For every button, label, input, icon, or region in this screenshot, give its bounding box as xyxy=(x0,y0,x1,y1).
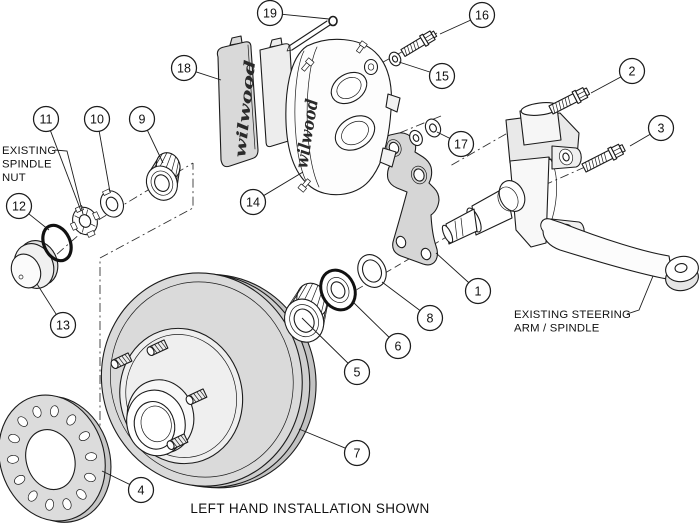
bracket-bolt-lower xyxy=(581,143,626,173)
svg-text:SPINDLE: SPINDLE xyxy=(2,159,52,171)
svg-text:5: 5 xyxy=(354,365,361,379)
cotter-pin xyxy=(286,15,338,52)
svg-text:10: 10 xyxy=(90,112,104,126)
svg-text:17: 17 xyxy=(454,137,468,151)
svg-text:14: 14 xyxy=(246,195,260,209)
callout-9-outer-wheel-bearing: 9 xyxy=(128,105,164,164)
svg-text:16: 16 xyxy=(475,8,489,22)
callout-5-inner-wheel-bearing: 5 xyxy=(301,317,371,386)
bleed-screw xyxy=(301,57,315,72)
steering-spindle xyxy=(441,102,699,292)
svg-text:6: 6 xyxy=(395,339,402,353)
grease-seal xyxy=(319,268,357,312)
callout-17-flat-washers: 17 xyxy=(436,130,475,158)
svg-text:12: 12 xyxy=(12,199,26,213)
flat-washers xyxy=(409,118,442,147)
callout-18-brake-pads: 18 xyxy=(170,54,222,82)
brake-rotor xyxy=(100,272,317,489)
callout-8-bearing-spacer-washer: 8 xyxy=(381,281,444,332)
rotor-adapter-plate xyxy=(0,394,112,523)
o-ring xyxy=(41,223,73,263)
svg-text:3: 3 xyxy=(658,121,665,135)
svg-text:2: 2 xyxy=(629,64,636,78)
callout-4-rotor-adapter-plate: 4 xyxy=(101,470,155,504)
crush-washer xyxy=(388,51,402,67)
figure-caption: LEFT HAND INSTALLATION SHOWN xyxy=(190,501,429,516)
dust-cap xyxy=(10,240,59,289)
callout-1-caliper-bracket: 1 xyxy=(435,252,492,305)
spindle-thrust-washer xyxy=(99,188,125,218)
callout-13-dust-cap: 13 xyxy=(36,283,77,339)
callout-10-spindle-thrust-washer: 10 xyxy=(83,105,111,193)
svg-text:EXISTING STEERING: EXISTING STEERING xyxy=(514,309,631,321)
svg-text:4: 4 xyxy=(138,483,145,497)
bearing-spacer-washer xyxy=(357,254,387,288)
wheel-stud xyxy=(110,352,133,370)
wheel-stud xyxy=(146,339,169,357)
outer-wheel-bearing xyxy=(145,152,181,201)
label-existing-steering-arm: EXISTING STEERING ARM / SPINDLE xyxy=(514,275,654,335)
callout-6-grease-seal: 6 xyxy=(351,300,412,360)
callout-11-spindle-nut-lock: 11 xyxy=(32,105,82,212)
callout-14-brake-caliper: 14 xyxy=(239,171,304,216)
banjo-bolt xyxy=(400,30,438,57)
callout-2-bracket-bolt-upper: 2 xyxy=(590,57,646,94)
spindle-nut-lock xyxy=(70,205,100,238)
svg-text:7: 7 xyxy=(354,446,361,460)
wheel-stud xyxy=(185,388,208,406)
svg-text:19: 19 xyxy=(263,6,277,20)
wheel-studs xyxy=(110,339,208,451)
bleed-screw xyxy=(297,178,311,193)
callout-7-brake-rotor: 7 xyxy=(298,428,371,467)
svg-text:1: 1 xyxy=(475,284,482,298)
annotation-layer: 12345678910111213141516171819EXISTINGSPI… xyxy=(2,0,675,504)
svg-text:NUT: NUT xyxy=(2,172,26,184)
adapter-plate-holes xyxy=(7,405,97,511)
callout-19-cotter-pin: 19 xyxy=(256,0,330,27)
svg-text:13: 13 xyxy=(56,318,70,332)
svg-text:EXISTING: EXISTING xyxy=(2,145,56,157)
svg-text:ARM / SPINDLE: ARM / SPINDLE xyxy=(514,323,600,335)
brake-pads: wilwood xyxy=(216,35,296,168)
bleed-screw xyxy=(356,40,368,54)
callout-16-banjo-bolt: 16 xyxy=(439,1,496,35)
callout-15-crush-washer: 15 xyxy=(398,61,456,90)
callout-3-bracket-bolt-lower: 3 xyxy=(629,114,675,147)
wheel-stud xyxy=(166,433,189,451)
svg-text:18: 18 xyxy=(177,61,191,75)
svg-text:11: 11 xyxy=(40,112,53,126)
svg-text:15: 15 xyxy=(435,69,449,83)
brake-caliper: wilwood xyxy=(285,38,401,196)
svg-text:9: 9 xyxy=(139,112,146,126)
callout-12-o-ring: 12 xyxy=(5,192,50,231)
bracket-bolt-upper xyxy=(548,87,591,115)
inner-wheel-bearing xyxy=(284,282,329,343)
svg-text:8: 8 xyxy=(427,311,434,325)
